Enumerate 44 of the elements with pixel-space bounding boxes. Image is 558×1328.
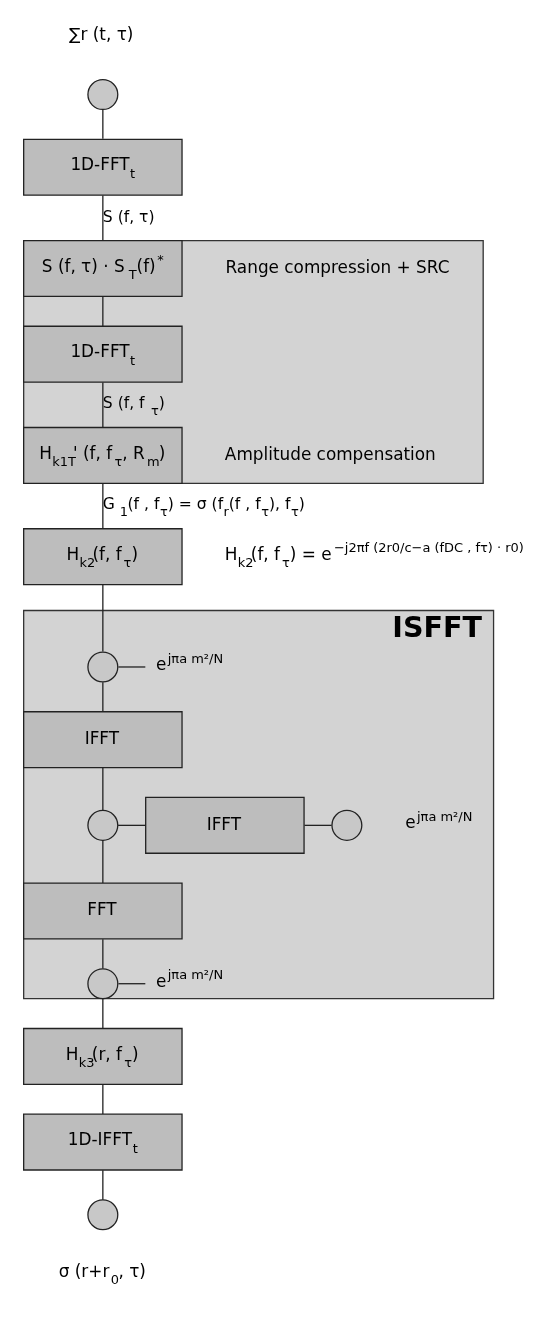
node-box: IFFT bbox=[23, 711, 183, 769]
node-circle bbox=[331, 809, 363, 841]
node-circle bbox=[87, 809, 119, 841]
node-circle bbox=[87, 968, 119, 1000]
connector bbox=[102, 381, 104, 428]
node-box: IFFT bbox=[145, 796, 305, 854]
connector bbox=[102, 938, 104, 970]
connector bbox=[102, 109, 104, 140]
node-box: H$_{k3}$(r, f$_{τ}$) bbox=[23, 1027, 183, 1085]
connector bbox=[102, 1169, 104, 1201]
node-circle bbox=[87, 78, 119, 111]
connector bbox=[102, 681, 104, 712]
connector bbox=[102, 998, 104, 1029]
node-box: S (f, τ) · S$_{T}$(f)$^{*}$ bbox=[23, 239, 183, 298]
node-label: ∑r (t, τ) bbox=[69, 23, 134, 44]
connector bbox=[117, 983, 146, 985]
edge-label: G$_{1}$(f , f$_{τ}$) = σ (f$_{r}$(f , f$_{τ}$), f$_{τ}$) bbox=[102, 494, 305, 520]
connector bbox=[102, 194, 104, 241]
node-box: 1D-IFFT$_{t}$ bbox=[23, 1113, 183, 1171]
connector bbox=[102, 583, 104, 653]
connector bbox=[102, 839, 104, 884]
node-box: FFT bbox=[23, 882, 183, 940]
connector bbox=[102, 767, 104, 812]
connector bbox=[303, 824, 333, 826]
node-circle bbox=[87, 651, 119, 683]
connector bbox=[102, 295, 104, 327]
connector bbox=[102, 1083, 104, 1115]
node-label: e$^{jπa m²/N}$ bbox=[405, 808, 473, 833]
node-label: Amplitude compensation bbox=[224, 443, 436, 464]
connector bbox=[117, 666, 146, 668]
node-text: e$^{jπa m²/N}$ bbox=[156, 967, 224, 991]
node-box: H$_{k1T}$' (f, f$_{τ}$, R$_{m}$) bbox=[23, 426, 183, 484]
node-label: Range compression + SRC bbox=[225, 256, 450, 277]
node-text: e$^{jπa m²/N}$ bbox=[156, 650, 224, 675]
connector bbox=[117, 824, 147, 826]
node-circle bbox=[87, 1199, 119, 1231]
node-label: H$_{k2}$(f, f$_{τ}$) = e$^{−j2πf (2r0/c−a (fDC , fτ) · r0)}$ bbox=[224, 540, 524, 571]
node-box: H$_{k2}$(f, f$_{τ}$) bbox=[23, 528, 183, 586]
edge-label: S (f, f$_{τ}$) bbox=[102, 393, 165, 418]
node-box: 1D-FFT$_{t}$ bbox=[23, 138, 183, 196]
connector bbox=[102, 483, 104, 530]
node-box: 1D-FFT$_{t}$ bbox=[23, 325, 183, 383]
edge-label: S (f, τ) bbox=[102, 207, 155, 226]
node-label: σ (r+r$_{0}$, τ) bbox=[58, 1260, 146, 1288]
